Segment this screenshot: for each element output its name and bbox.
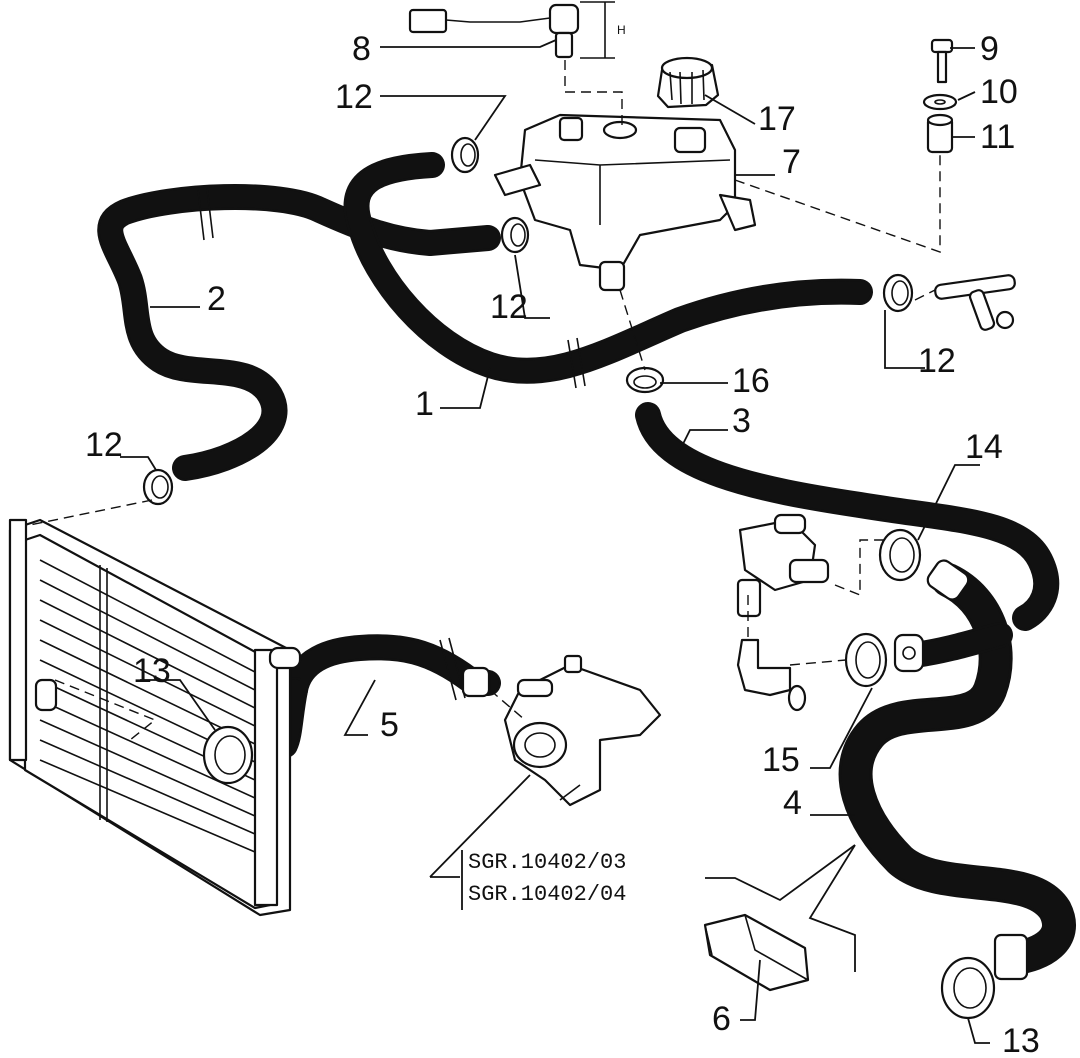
callout-4: 4 [783,784,802,822]
level-sensor: H [408,1,626,59]
hose-4 [838,559,1076,981]
callout-10: 10 [980,73,1018,111]
clamp-15 [844,632,888,688]
callout-8: 8 [352,30,371,68]
clamp-12-upper [450,136,480,174]
assembly-lines [29,60,941,741]
callout-5: 5 [380,706,399,744]
clamp-12-right [882,273,914,313]
callout-2: 2 [207,280,226,318]
callout-13-left: 13 [133,652,171,690]
dimension-label: H [617,23,626,37]
bypass-valve [736,513,830,712]
hose-1 [343,152,873,389]
clamp-13-right [940,956,996,1020]
callout-1: 1 [415,385,434,423]
fastener-set [922,38,958,154]
callouts: 8 12 12 2 1 16 3 17 7 9 10 11 12 12 13 5… [85,30,1040,1058]
callout-12-middle: 12 [490,288,528,326]
callout-15: 15 [762,741,800,779]
connector-pipe [893,633,925,673]
hose-3 [635,402,1060,631]
callout-11: 11 [980,118,1015,156]
callout-12-left: 12 [85,426,123,464]
reference-code-1: SGR.10402/03 [468,850,626,875]
hose-bracket [703,913,810,992]
t-fitting [934,274,1016,331]
thermostat-housing [503,654,662,807]
leader-lines [120,39,990,1044]
clamp-16 [625,366,665,394]
hose-2 [97,184,501,481]
radiator [8,518,302,917]
reference-codes: SGR.10402/03 SGR.10402/04 [461,850,626,910]
callout-7: 7 [782,143,801,181]
callout-17: 17 [758,100,796,138]
callout-14: 14 [965,428,1003,466]
clamp-14 [878,528,922,582]
callout-13-right: 13 [1002,1022,1040,1058]
callout-6: 6 [712,1000,731,1038]
callout-9: 9 [980,30,999,68]
reference-code-2: SGR.10402/04 [468,882,626,907]
clamp-12-left [142,468,174,506]
filler-cap [656,56,720,109]
callout-12-upper: 12 [335,78,373,116]
expansion-tank [493,113,757,292]
clamp-13-left [202,725,254,785]
callout-12-right: 12 [918,342,956,380]
callout-16: 16 [732,362,770,400]
clamp-12-middle [500,216,530,254]
callout-3: 3 [732,402,751,440]
